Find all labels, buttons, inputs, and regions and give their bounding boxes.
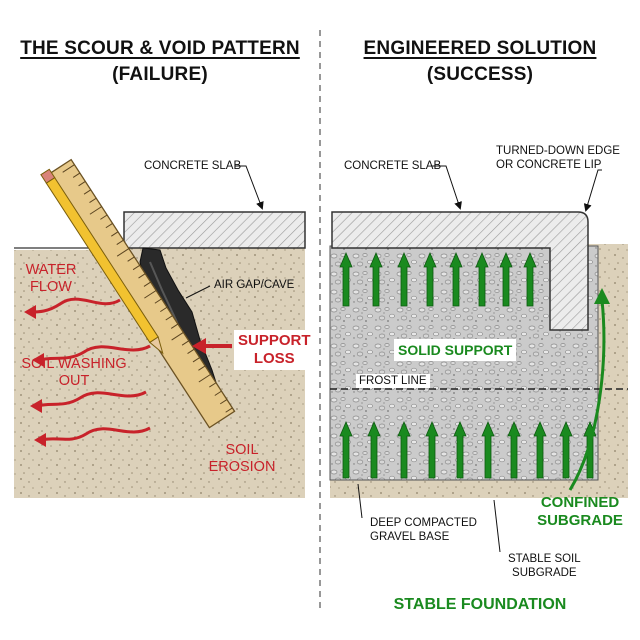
gravel-base-label: DEEP COMPACTED GRAVEL BASE [370, 517, 477, 543]
up-arrow-bottom-6 [507, 420, 521, 479]
up-arrow-top-4 [449, 251, 463, 307]
water-flow-label: WATER FLOW [25, 262, 77, 295]
up-arrow-top-5 [475, 251, 489, 307]
upward-arrows-top [339, 251, 537, 307]
up-arrow-top-0 [339, 251, 353, 307]
confined-subgrade-label: CONFINED SUBGRADE [537, 494, 623, 529]
stable-soil-label: STABLE SOIL SUBGRADE [508, 553, 581, 579]
up-arrow-bottom-1 [367, 420, 381, 479]
confined-arrow [568, 299, 606, 491]
water-flow-arrowheads [24, 305, 46, 447]
soil-erosion-label: SOIL EROSION [208, 442, 276, 475]
frost-line-label: FROST LINE [356, 374, 430, 388]
up-arrow-top-7 [523, 251, 537, 307]
water-flow-arrows [31, 297, 151, 442]
up-arrow-top-1 [369, 251, 383, 307]
up-arrow-bottom-0 [339, 420, 353, 479]
up-arrow-top-6 [499, 251, 513, 307]
up-arrow-bottom-2 [397, 420, 411, 479]
support-loss-label: SUPPORT LOSS [234, 330, 315, 370]
solid-support-label: SOLID SUPPORT [394, 339, 517, 361]
up-arrow-top-2 [397, 251, 411, 307]
left-title-line1: THE SCOUR & VOID PATTERN [20, 38, 300, 59]
left-title: THE SCOUR & VOID PATTERN (FAILURE) [0, 36, 320, 88]
upward-arrows-bottom [339, 420, 597, 479]
right-title: ENGINEERED SOLUTION (SUCCESS) [320, 36, 640, 88]
left-concrete-slab [123, 211, 306, 249]
gravel-leader [357, 483, 363, 519]
soil-washing-label: SOIL WASHING OUT [21, 356, 127, 389]
right-title-line1: ENGINEERED SOLUTION [363, 38, 597, 59]
up-arrow-bottom-4 [453, 420, 467, 479]
right-title-line2: (SUCCESS) [426, 64, 534, 85]
stable-foundation-footer: STABLE FOUNDATION [393, 596, 567, 613]
right-concrete-slab-label: CONCRETE SLAB [344, 160, 442, 172]
air-gap-leader [185, 285, 211, 299]
turned-edge-leader [583, 169, 602, 212]
up-arrow-bottom-8 [559, 420, 573, 479]
left-concrete-slab-label: CONCRETE SLAB [144, 160, 242, 172]
left-slab-leader [235, 165, 264, 210]
turned-edge-label: TURNED-DOWN EDGE OR CONCRETE LIP [496, 145, 620, 171]
right-slab-leader [432, 165, 462, 210]
up-arrow-top-3 [423, 251, 437, 307]
up-arrow-bottom-3 [425, 420, 439, 479]
left-title-line2: (FAILURE) [112, 64, 208, 85]
pencil [40, 168, 164, 355]
up-arrow-bottom-7 [533, 420, 547, 479]
stable-soil-leader [493, 499, 501, 553]
air-gap-label: AIR GAP/CAVE [214, 279, 295, 291]
right-concrete-slab [331, 211, 589, 331]
up-arrow-bottom-5 [481, 420, 495, 479]
